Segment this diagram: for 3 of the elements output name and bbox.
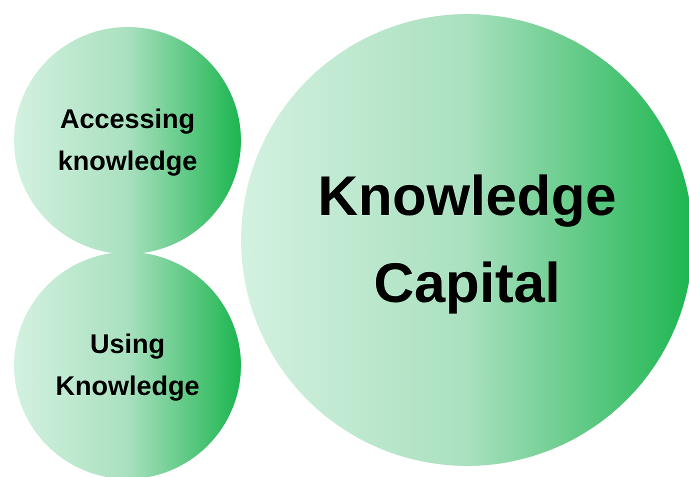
node-label: Knowledge Capital <box>316 163 618 316</box>
node-label: Accessing knowledge <box>56 102 198 178</box>
node-label: Using Knowledge <box>54 328 200 403</box>
